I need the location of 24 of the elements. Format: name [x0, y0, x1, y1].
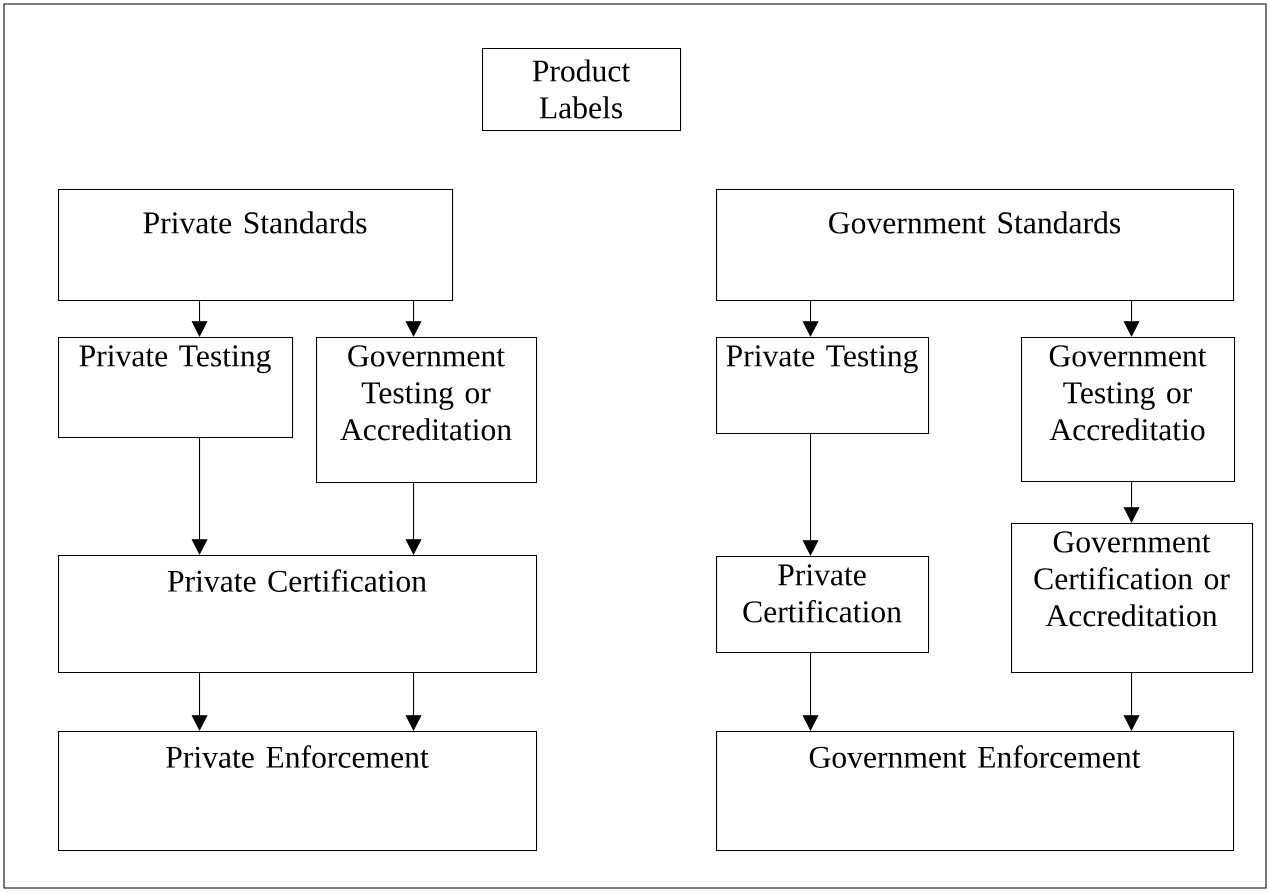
- process-box: Government Enforcement: [716, 731, 1235, 852]
- arrow: [1123, 300, 1140, 337]
- process-box: Private Testing: [58, 337, 294, 439]
- arrow: [405, 482, 422, 555]
- process-box: Government Testing or Accreditation: [316, 337, 538, 484]
- arrow: [802, 433, 819, 556]
- arrow: [191, 437, 208, 555]
- arrow: [802, 300, 819, 337]
- process-box: Government Testing or Accreditatio: [1021, 337, 1236, 483]
- process-box: Private Standards: [58, 189, 454, 302]
- arrow: [405, 672, 422, 731]
- arrow: [191, 672, 208, 731]
- process-box: Private Certification: [716, 556, 930, 654]
- process-box: Product Labels: [482, 48, 682, 132]
- arrow: [802, 652, 819, 731]
- process-box: Government Standards: [716, 189, 1235, 302]
- arrow: [1123, 481, 1140, 523]
- process-box: Private Enforcement: [58, 731, 538, 852]
- arrow: [191, 300, 208, 337]
- process-box: Government Certification or Accreditation: [1011, 523, 1254, 674]
- process-box: Private Testing: [716, 337, 930, 435]
- arrow: [1123, 672, 1140, 731]
- process-box: Private Certification: [58, 555, 538, 674]
- arrow: [405, 300, 422, 337]
